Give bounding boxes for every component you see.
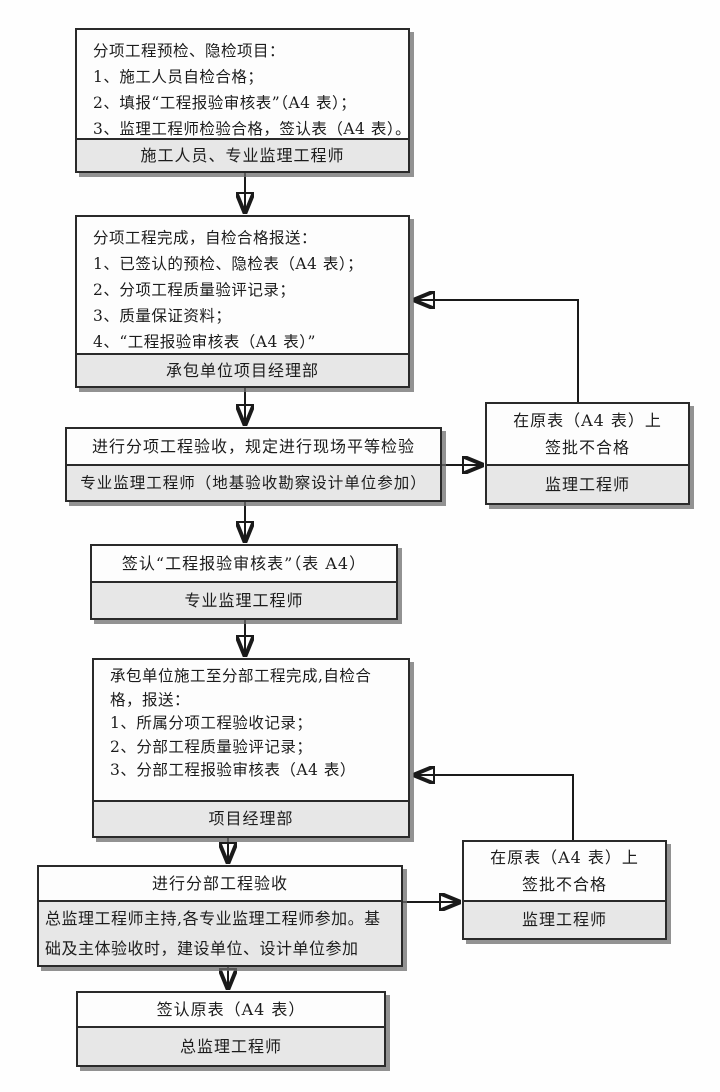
node-subdivision-completion-submission: 承包单位施工至分部工程完成,自检合 格，报送： 1、所属分项工程验收记录； 2、… xyxy=(92,658,410,838)
body-line: 承包单位施工至分部工程完成,自检合 xyxy=(110,667,372,685)
footer-line: 础及主体验收时，建设单位、设计单位参加 xyxy=(45,938,359,958)
body-line: 进行分项工程验收，规定进行现场平等检验 xyxy=(91,437,415,456)
node-subdivision-acceptance: 进行分部工程验收 总监理工程师主持,各专业监理工程师参加。基 础及主体验收时，建… xyxy=(37,865,403,967)
node-responsible-party: 总监理工程师主持,各专业监理工程师参加。基 础及主体验收时，建设单位、设计单位参… xyxy=(39,900,401,965)
body-line: 签认原表（A4 表） xyxy=(156,1000,306,1019)
node-body: 在原表（A4 表）上 签批不合格 xyxy=(487,404,688,464)
footer-label: 专业监理工程师（地基验收勘察设计单位参加） xyxy=(80,474,427,492)
body-line: 1、施工人员自检合格； xyxy=(93,68,264,86)
body-line: 1、已签认的预检、隐检表（A4 表）； xyxy=(93,255,364,273)
body-line: 签批不合格 xyxy=(521,875,607,894)
footer-label: 总监理工程师 xyxy=(179,1036,282,1056)
node-sign-original-form: 签认原表（A4 表） 总监理工程师 xyxy=(76,991,386,1067)
body-line: 2、分部工程质量验评记录； xyxy=(110,737,313,756)
body-line: 3、质量保证资料； xyxy=(93,307,232,325)
node-responsible-party: 专业监理工程师（地基验收勘察设计单位参加） xyxy=(67,464,440,500)
footer-label: 承包单位项目经理部 xyxy=(165,360,319,380)
footer-label: 专业监理工程师 xyxy=(184,590,304,610)
body-line: 3、监理工程师检验合格，签认表（A4 表）。 xyxy=(93,120,408,138)
node-body: 进行分项工程验收，规定进行现场平等检验 xyxy=(67,429,440,464)
node-subitem-acceptance: 进行分项工程验收，规定进行现场平等检验 专业监理工程师（地基验收勘察设计单位参加… xyxy=(65,427,442,502)
node-reject-sign-back-1: 在原表（A4 表）上 签批不合格 监理工程师 xyxy=(485,402,690,505)
body-line: 在原表（A4 表）上 xyxy=(513,411,662,430)
node-body: 承包单位施工至分部工程完成,自检合 格，报送： 1、所属分项工程验收记录； 2、… xyxy=(94,660,408,800)
node-responsible-party: 监理工程师 xyxy=(464,900,665,938)
feedback-side2-to-box5 xyxy=(416,775,574,840)
footer-label: 监理工程师 xyxy=(544,474,630,494)
node-body: 分项工程预检、隐检项目： 1、施工人员自检合格； 2、填报“工程报验审核表”（A… xyxy=(77,30,408,138)
node-responsible-party: 监理工程师 xyxy=(487,464,688,503)
node-responsible-party: 项目经理部 xyxy=(94,800,408,836)
footer-label: 监理工程师 xyxy=(521,910,607,929)
body-line: 分项工程预检、隐检项目： xyxy=(93,42,286,60)
body-line: 1、所属分项工程验收记录； xyxy=(110,714,313,732)
body-line: 签认“工程报验审核表”（表 A4） xyxy=(121,554,367,573)
node-responsible-party: 总监理工程师 xyxy=(78,1026,384,1065)
body-line: 在原表（A4 表）上 xyxy=(490,848,639,867)
node-body: 签认原表（A4 表） xyxy=(78,993,384,1026)
body-line: 分项工程完成，自检合格报送： xyxy=(93,229,318,247)
node-subitem-completion-submission: 分项工程完成，自检合格报送： 1、已签认的预检、隐检表（A4 表）； 2、分项工… xyxy=(75,215,410,388)
body-line: 签批不合格 xyxy=(544,438,630,457)
node-body: 签认“工程报验审核表”（表 A4） xyxy=(92,546,396,581)
body-line: 进行分部工程验收 xyxy=(151,874,288,893)
feedback-side1-to-box2 xyxy=(416,300,579,402)
body-line: 格，报送： xyxy=(110,690,191,709)
node-responsible-party: 施工人员、专业监理工程师 xyxy=(77,138,408,171)
node-responsible-party: 专业监理工程师 xyxy=(92,581,396,618)
node-sign-review-form: 签认“工程报验审核表”（表 A4） 专业监理工程师 xyxy=(90,544,398,620)
footer-label: 项目经理部 xyxy=(208,809,294,828)
node-body: 在原表（A4 表）上 签批不合格 xyxy=(464,842,665,900)
footer-line: 总监理工程师主持,各专业监理工程师参加。基 xyxy=(45,908,381,928)
body-line: 2、分项工程质量验评记录； xyxy=(93,281,296,299)
node-reject-sign-back-2: 在原表（A4 表）上 签批不合格 监理工程师 xyxy=(462,840,667,940)
body-line: 4、“工程报验审核表（A4 表）” xyxy=(93,333,316,351)
footer-label: 施工人员、专业监理工程师 xyxy=(140,145,345,165)
body-line: 3、分部工程报验审核表（A4 表） xyxy=(110,761,356,779)
node-responsible-party: 承包单位项目经理部 xyxy=(77,353,408,386)
body-line: 2、填报“工程报验审核表”（A4 表）； xyxy=(93,94,357,112)
node-body: 进行分部工程验收 xyxy=(39,867,401,900)
node-preinspection-items: 分项工程预检、隐检项目： 1、施工人员自检合格； 2、填报“工程报验审核表”（A… xyxy=(75,28,410,173)
node-body: 分项工程完成，自检合格报送： 1、已签认的预检、隐检表（A4 表）； 2、分项工… xyxy=(77,217,408,353)
